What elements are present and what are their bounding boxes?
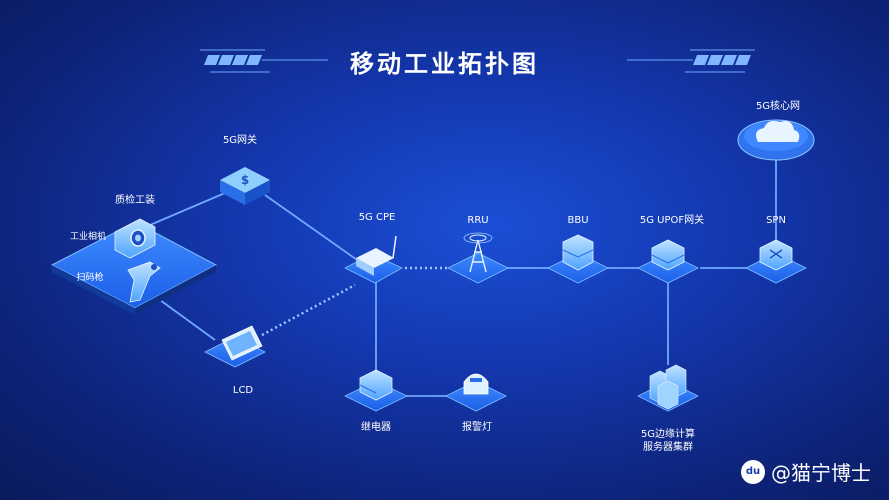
switch-icon bbox=[745, 239, 807, 284]
node-label-core: 5G核心网 bbox=[755, 101, 801, 112]
lcd-icon bbox=[204, 325, 266, 368]
node-label-cpe: 5G CPE bbox=[358, 212, 396, 223]
wireless-lcd-cpe bbox=[261, 283, 356, 337]
server-cluster-icon bbox=[637, 364, 699, 412]
alarm-light-icon bbox=[445, 373, 507, 412]
router-icon bbox=[344, 235, 403, 284]
node-label-relay: 继电器 bbox=[361, 422, 391, 433]
node-label-bbu: BBU bbox=[567, 215, 589, 226]
qc-station-icon bbox=[50, 221, 218, 315]
barcode-scanner-icon bbox=[127, 261, 161, 303]
node-label-scanner: 扫码枪 bbox=[76, 273, 104, 283]
node-label-alarm: 报警灯 bbox=[462, 422, 492, 433]
antenna-tower-icon bbox=[447, 232, 509, 284]
node-label-edge: 5G边缘计算 服务器集群 bbox=[641, 428, 695, 454]
node-label-spn: SPN bbox=[766, 215, 786, 226]
node-label-qc-station: 质检工装 bbox=[115, 195, 155, 206]
svg-text:$: $ bbox=[241, 173, 249, 187]
gateway-icon: $ bbox=[220, 167, 270, 205]
upf-gateway-icon bbox=[637, 239, 699, 284]
relay-icon bbox=[344, 369, 408, 412]
title-decoration-right bbox=[627, 49, 755, 73]
page-title: 移动工业拓扑图 bbox=[350, 50, 539, 78]
link-station-gateway bbox=[149, 192, 226, 226]
paw-logo-icon: du bbox=[741, 459, 765, 484]
camera-icon bbox=[114, 218, 156, 259]
node-label-rru: RRU bbox=[467, 215, 489, 226]
node-label-upf: 5G UPOF网关 bbox=[639, 215, 705, 226]
title-decoration-left bbox=[200, 49, 328, 73]
link-station-lcd bbox=[159, 299, 216, 341]
watermark-text: @猫宁博士 bbox=[771, 461, 871, 485]
wireless-links bbox=[261, 266, 458, 337]
node-label-lcd: LCD bbox=[232, 385, 254, 396]
link-gateway-cpe bbox=[264, 194, 361, 263]
watermark: du @猫宁博士 bbox=[741, 457, 871, 486]
node-label-edge-line2: 服务器集群 bbox=[643, 442, 693, 453]
node-label-edge-line1: 5G边缘计算 bbox=[640, 429, 696, 440]
cloud-icon bbox=[737, 119, 815, 161]
node-label-industrial-camera: 工业相机 bbox=[69, 232, 107, 242]
server-icon bbox=[547, 234, 609, 284]
node-label-gateway: 5G网关 bbox=[222, 135, 258, 146]
connection-lines bbox=[149, 160, 777, 397]
